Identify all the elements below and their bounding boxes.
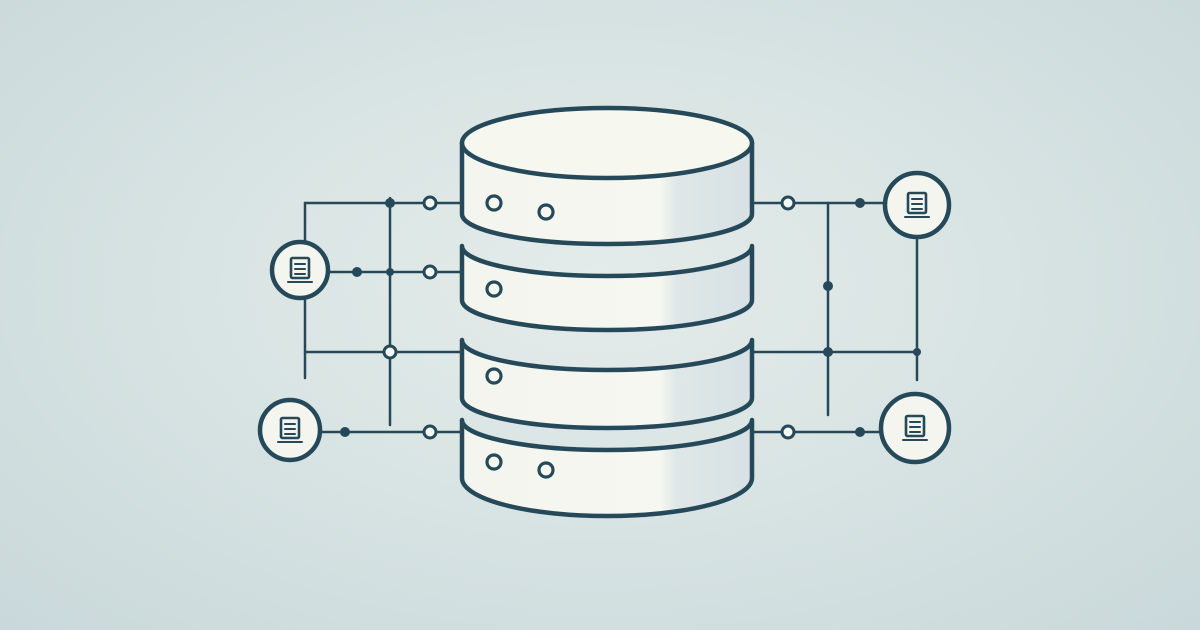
port-node — [780, 195, 796, 211]
database-top-cap — [459, 105, 755, 181]
database-disk-2 — [459, 243, 755, 333]
document-icon — [277, 416, 303, 443]
junction-dot — [823, 347, 833, 357]
database-disk-3 — [459, 337, 755, 431]
junction-dot — [855, 198, 865, 208]
client-node-right-lower — [878, 391, 952, 465]
junction-dot — [855, 427, 865, 437]
document-icon — [904, 191, 930, 218]
database-icon — [459, 105, 755, 519]
document-icon — [287, 256, 313, 283]
port-node — [422, 424, 438, 440]
junction-dot — [352, 267, 362, 277]
junction-dot — [386, 268, 394, 276]
status-light-icon — [485, 453, 503, 471]
status-light-icon — [537, 461, 555, 479]
client-node-left-upper — [269, 239, 331, 301]
status-light-icon — [537, 203, 555, 221]
client-node-right-upper — [882, 170, 952, 240]
status-light-icon — [485, 280, 503, 298]
port-node — [780, 424, 796, 440]
document-icon — [902, 414, 928, 441]
right-connector-network — [750, 195, 921, 440]
left-connector-network — [303, 195, 465, 440]
status-light-icon — [485, 367, 503, 385]
status-light-icon — [485, 194, 503, 212]
database-disk-4 — [459, 417, 755, 519]
database-disk-1 — [459, 105, 755, 247]
port-node — [422, 195, 438, 211]
junction-dot — [385, 198, 395, 208]
client-node-left-lower — [257, 397, 323, 463]
junction-dot — [823, 281, 833, 291]
port-node — [422, 264, 438, 280]
junction-dot — [913, 348, 921, 356]
port-node — [382, 344, 398, 360]
junction-dot — [340, 427, 350, 437]
